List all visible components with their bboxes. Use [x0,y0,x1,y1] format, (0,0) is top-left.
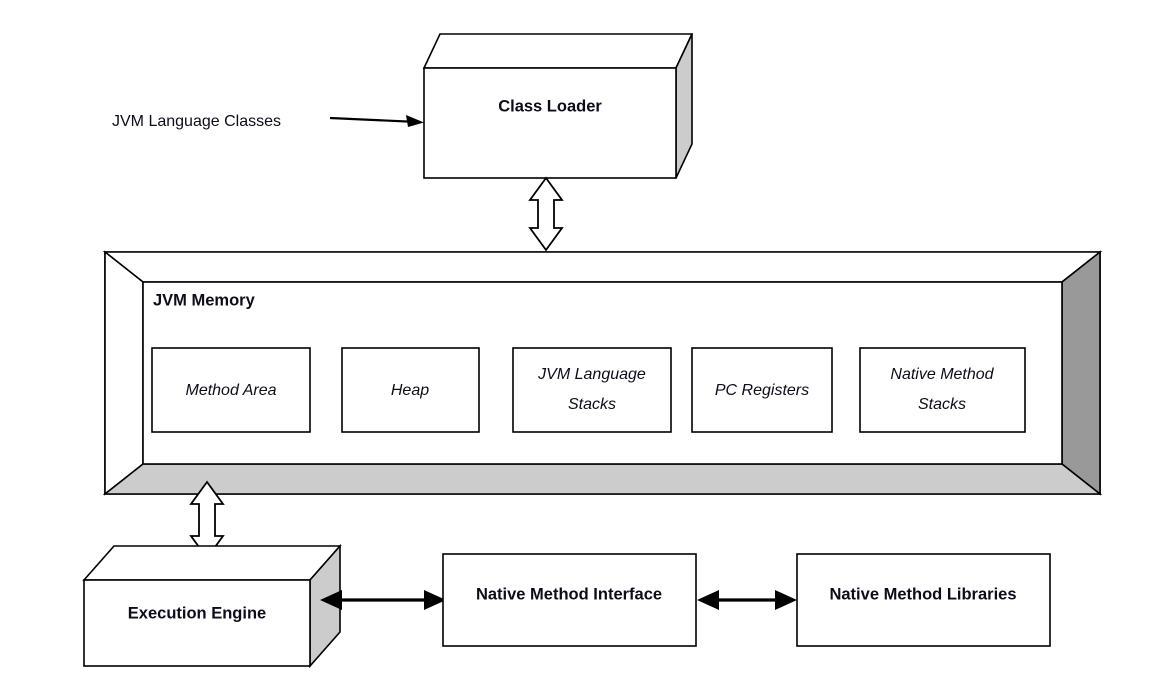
execution-engine-top-face [82,545,342,581]
execution-engine-box[interactable]: Execution Engine [82,543,342,669]
memory-region-box [691,347,833,433]
input-classes-group: JVM Language Classes [112,113,424,130]
native-method-libraries-rect [796,553,1051,647]
native-method-interface-box[interactable]: Native Method Interface [442,553,697,647]
memory-region-method-area[interactable]: Method Area [151,347,311,433]
memory-region-label-line-0: Native Method [890,366,994,383]
class-loader-label: Class Loader [498,97,602,115]
memory-region-label-line-0: JVM Language [537,366,646,383]
memory-region-label-line-1: Stacks [568,396,616,413]
jvm-memory-bottom-bevel [102,463,1103,495]
class-loader-box[interactable]: Class Loader [422,33,694,179]
execution-engine-label: Execution Engine [128,604,266,622]
memory-region-box [151,347,311,433]
native-method-interface-rect [442,553,697,647]
jvm-memory-right-bevel [1061,250,1101,496]
memory-region-label-line-0: Method Area [185,382,276,399]
execution-engine-to-native-method-interface-arrow [320,590,446,610]
memory-region-box [512,347,672,433]
execution-engine-front-face [83,579,311,667]
jvm-memory-container[interactable]: JVM Memory Method Area Heap JVM Language… [102,250,1103,496]
jvm-memory-left-bevel [104,250,144,496]
memory-region-box [859,347,1026,433]
native-method-interface-label: Native Method Interface [476,585,662,603]
memory-region-box [341,347,480,433]
memory-region-jvm-language-stacks[interactable]: JVM Language Stacks [512,347,672,433]
native-method-libraries-box[interactable]: Native Method Libraries [796,553,1051,647]
memory-region-native-method-stacks[interactable]: Native Method Stacks [859,347,1026,433]
memory-region-label-line-1: Stacks [918,396,966,413]
memory-region-label-line-0: Heap [391,382,429,399]
jvm-memory-label: JVM Memory [153,291,256,309]
input-classes-label: JVM Language Classes [112,113,281,130]
classes-to-class-loader-arrow [329,115,424,127]
class-loader-top-face [422,33,694,69]
jvm-memory-top-bevel [102,251,1103,283]
memory-region-label-line-0: PC Registers [715,382,809,399]
native-method-libraries-label: Native Method Libraries [829,585,1016,603]
native-method-interface-to-libraries-arrow [697,590,797,610]
memory-region-pc-registers[interactable]: PC Registers [691,347,833,433]
memory-region-heap[interactable]: Heap [341,347,480,433]
class-loader-front-face [423,67,677,179]
class-loader-to-jvm-memory-arrow [528,176,564,252]
